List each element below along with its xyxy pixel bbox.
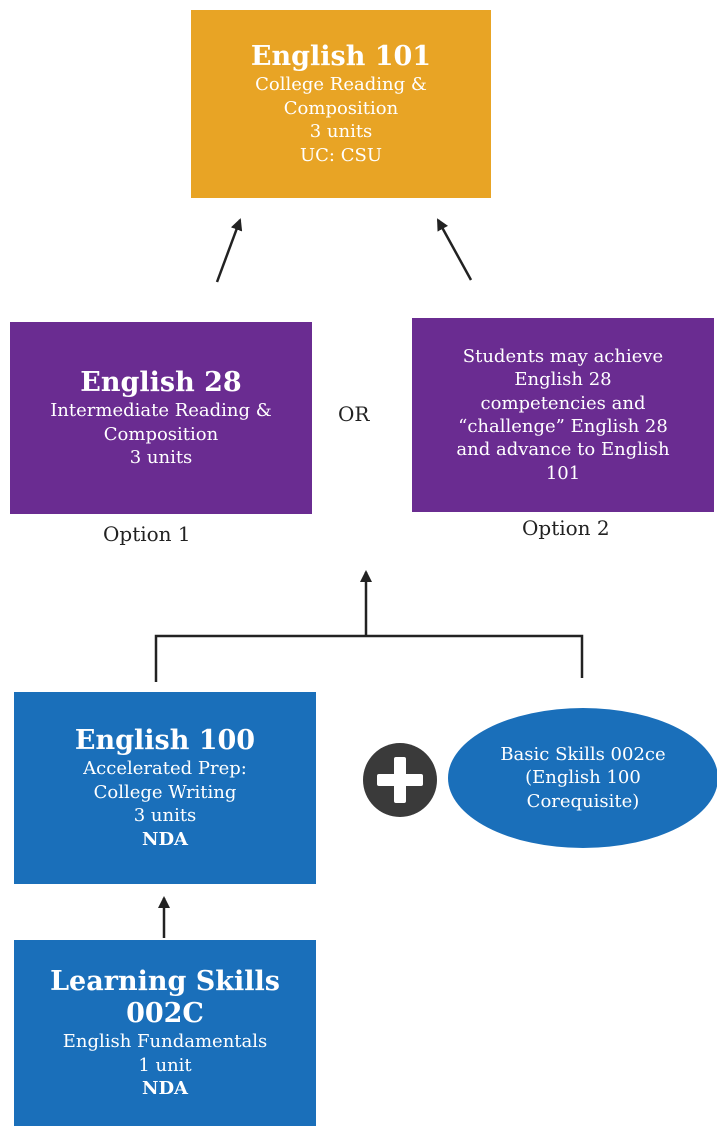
- challenge-line6: 101: [545, 462, 581, 484]
- challenge-line2: English 28: [514, 369, 612, 391]
- arrow-icon: [436, 218, 473, 281]
- english-101-units: 3 units: [309, 121, 373, 143]
- english-100-line1: Accelerated Prep:: [83, 758, 247, 780]
- basic-skills-line1: Basic Skills 002ce: [500, 743, 666, 765]
- english-100-nda: NDA: [141, 828, 189, 850]
- english-28-units: 3 units: [129, 446, 193, 468]
- english-100-title: English 100: [74, 725, 256, 757]
- basic-skills-line2: (English 100: [525, 767, 641, 789]
- option-2-label: Option 2: [522, 516, 610, 540]
- english-101-box: English 101 College Reading & Compositio…: [191, 10, 491, 198]
- bracket-connector: [154, 634, 584, 682]
- english-28-line2: Composition: [103, 423, 219, 445]
- learning-skills-line1: English Fundamentals: [62, 1031, 268, 1053]
- learning-skills-title-line2: 002C: [126, 997, 204, 1029]
- english-101-line2: Composition: [283, 97, 399, 119]
- challenge-box: Students may achieve English 28 competen…: [412, 318, 714, 512]
- english-101-line1: College Reading &: [255, 74, 427, 96]
- english-101-transfer: UC: CSU: [299, 144, 382, 166]
- english-100-units: 3 units: [133, 805, 197, 827]
- or-label: OR: [338, 402, 370, 426]
- english-28-box: English 28 Intermediate Reading & Compos…: [10, 322, 312, 514]
- arrow-icon: [215, 218, 243, 283]
- challenge-line3: competencies and: [480, 392, 646, 414]
- basic-skills-ellipse: Basic Skills 002ce (English 100 Corequis…: [448, 708, 717, 848]
- challenge-line4: “challenge” English 28: [458, 416, 668, 437]
- learning-skills-units: 1 unit: [138, 1054, 192, 1076]
- basic-skills-line3: Corequisite): [526, 790, 640, 812]
- english-101-title: English 101: [250, 41, 432, 73]
- challenge-line5: and advance to English: [456, 439, 670, 461]
- english-28-line1: Intermediate Reading &: [50, 400, 272, 422]
- english-28-title: English 28: [80, 366, 242, 398]
- english-100-line2: College Writing: [93, 781, 237, 803]
- learning-skills-nda: NDA: [141, 1078, 189, 1100]
- challenge-line1: Students may achieve: [462, 345, 664, 367]
- learning-skills-title-line1: Learning Skills: [50, 965, 280, 997]
- learning-skills-box: Learning Skills 002C English Fundamental…: [14, 940, 316, 1126]
- english-100-box: English 100 Accelerated Prep: College Wr…: [14, 692, 316, 884]
- option-1-label: Option 1: [103, 522, 191, 546]
